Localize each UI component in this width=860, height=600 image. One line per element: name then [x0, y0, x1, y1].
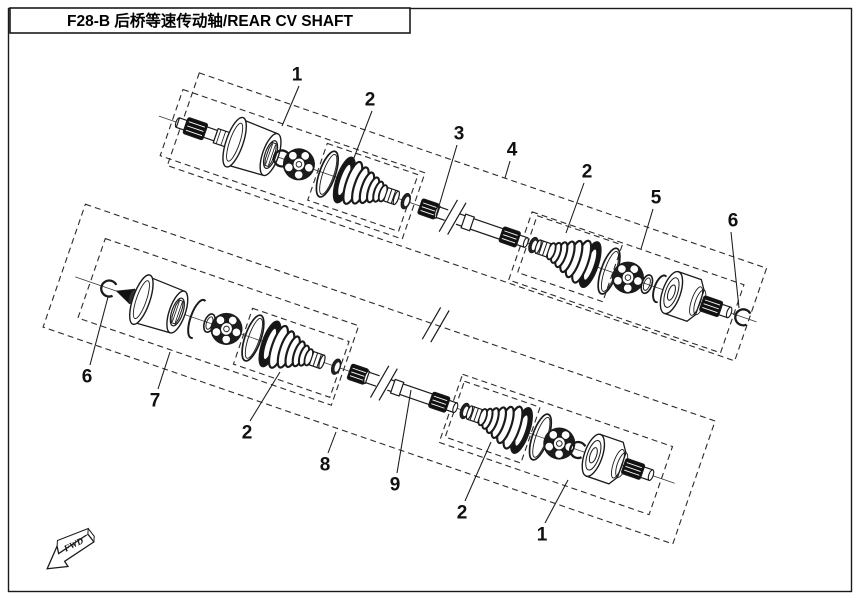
fwd-arrow-top-face	[56, 527, 89, 547]
leader-line	[249, 371, 281, 422]
leader-line	[327, 431, 337, 454]
callout-number: 2	[457, 503, 468, 524]
callout-number: 9	[390, 475, 401, 496]
callout-number: 7	[150, 391, 161, 412]
part-cv-housing	[217, 114, 288, 183]
callout-number: 1	[537, 525, 548, 546]
group-box-4-full-shaft	[166, 72, 768, 362]
leader-line	[281, 85, 300, 127]
group-box-8-full-shaft	[42, 203, 716, 545]
fwd-direction-arrow: FWD	[46, 527, 95, 570]
part-cv-boot	[253, 317, 333, 387]
callout-number: 3	[454, 124, 465, 145]
group-box-1-outer-joint	[159, 88, 426, 240]
callout-number: 5	[651, 188, 662, 209]
part-cv-housing	[124, 271, 195, 340]
callout-number: 1	[292, 65, 303, 86]
upper-cv-shaft-assembly	[158, 72, 768, 362]
callout-number: 8	[320, 455, 331, 476]
page-title: F28-B 后桥等速传动轴/REAR CV SHAFT	[67, 11, 353, 30]
leader-line	[504, 160, 511, 179]
part-cv-boot	[327, 153, 408, 223]
part-boot-clamp-small	[329, 357, 344, 377]
title-box	[9, 7, 411, 34]
part-drive-shaft	[346, 363, 461, 417]
leader-line	[640, 208, 654, 250]
leader-line	[464, 441, 492, 502]
part-cv-housing-stub	[576, 430, 661, 498]
callout-number: 6	[728, 211, 739, 232]
leader-line	[396, 389, 412, 474]
callout-numbers: 1 2 3 4 2 5 6 6 7 2 8 9 2 1	[82, 65, 739, 546]
part-drive-shaft	[416, 197, 531, 252]
callout-number: 6	[82, 367, 93, 388]
callout-number: 2	[242, 423, 253, 444]
fwd-arrow-body	[46, 533, 95, 570]
callouts	[89, 85, 740, 524]
leader-line	[157, 351, 171, 390]
shaft-break-gap	[375, 374, 392, 392]
leader-line	[730, 231, 740, 309]
leader-line	[435, 144, 458, 217]
part-stub-shaft	[172, 113, 231, 149]
shaft-break-gap	[444, 208, 461, 226]
callout-number: 2	[582, 162, 593, 183]
fwd-arrow-side-face	[87, 528, 95, 542]
lower-cv-shaft-assembly	[42, 203, 716, 545]
callout-number: 2	[365, 90, 376, 111]
leader-line	[565, 182, 585, 234]
leader-line	[351, 110, 373, 164]
page-border	[7, 7, 853, 593]
callout-number: 4	[507, 140, 518, 161]
part-boot-clamp-small	[398, 191, 413, 211]
leader-line	[544, 479, 569, 524]
title-bar: F28-B 后桥等速传动轴/REAR CV SHAFT	[9, 7, 411, 34]
leader-line	[89, 296, 109, 366]
group-box-2-boot-kit-right	[444, 380, 541, 464]
